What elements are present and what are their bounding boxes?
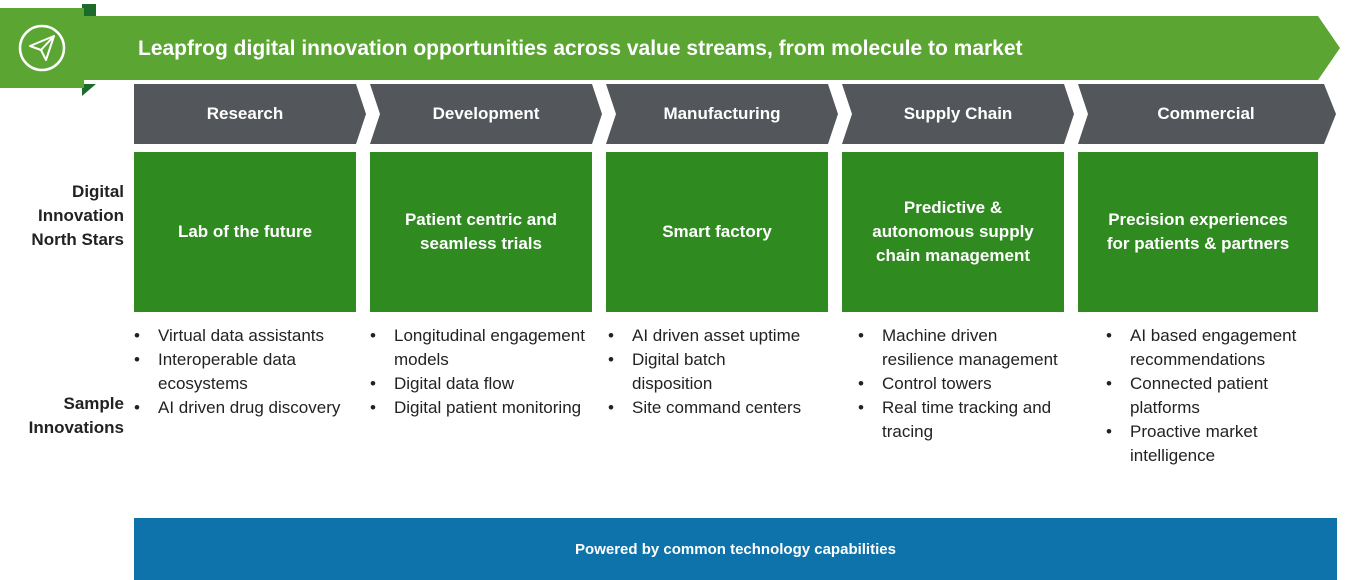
paper-plane-icon [6,12,78,84]
innovation-list-research: Virtual data assistants Interoperable da… [132,324,354,420]
list-item: Proactive market intelligence [1104,420,1334,468]
list-item: Site command centers [606,396,806,420]
stage-chevron-research: Research [134,84,366,144]
list-item: Digital data flow [368,372,590,396]
stage-chevron-manufacturing: Manufacturing [606,84,838,144]
north-star-research: Lab of the future [134,152,356,312]
list-item: AI based engagement recommendations [1104,324,1334,372]
north-star-supply-chain: Predictive & autonomous supply chain man… [842,152,1064,312]
north-star-manufacturing: Smart factory [606,152,828,312]
stage-chevron-commercial: Commercial [1078,84,1338,144]
list-item: AI driven drug discovery [132,396,354,420]
stage-chevron-supply-chain: Supply Chain [842,84,1074,144]
list-item: Real time tracking and tracing [856,396,1066,444]
list-item: Virtual data assistants [132,324,354,348]
innovation-list-manufacturing: AI driven asset uptime Digital batch dis… [606,324,806,420]
list-item: Machine driven resilience management [856,324,1066,372]
north-star-development: Patient centric and seamless trials [370,152,592,312]
technology-capabilities-bar: Powered by common technology capabilitie… [134,518,1337,580]
technology-capabilities-label: Powered by common technology capabilitie… [575,540,896,558]
row-label-north-stars: Digital Innovation North Stars [31,182,124,249]
list-item: Digital patient monitoring [368,396,590,420]
stage-label: Supply Chain [903,104,1013,123]
innovation-list-development: Longitudinal engagement models Digital d… [368,324,590,420]
banner-title: Leapfrog digital innovation opportunitie… [138,37,1023,60]
stage-label: Research [206,104,284,123]
innovation-list-commercial: AI based engagement recommendations Conn… [1104,324,1334,468]
list-item: Control towers [856,372,1066,396]
list-item: Longitudinal engagement models [368,324,590,372]
stage-label: Commercial [1157,104,1255,123]
list-item: AI driven asset uptime [606,324,806,348]
stage-label: Manufacturing [663,104,781,123]
north-star-commercial: Precision experiences for patients & par… [1078,152,1318,312]
innovation-list-supply-chain: Machine driven resilience management Con… [856,324,1066,444]
stage-chevron-development: Development [370,84,602,144]
stage-label: Development [432,104,540,123]
list-item: Interoperable data ecosystems [132,348,354,396]
title-banner: Leapfrog digital innovation opportunitie… [0,0,1351,100]
list-item: Digital batch disposition [606,348,806,396]
list-item: Connected patient platforms [1104,372,1334,420]
row-label-sample-innovations: Sample Innovations [28,394,124,437]
